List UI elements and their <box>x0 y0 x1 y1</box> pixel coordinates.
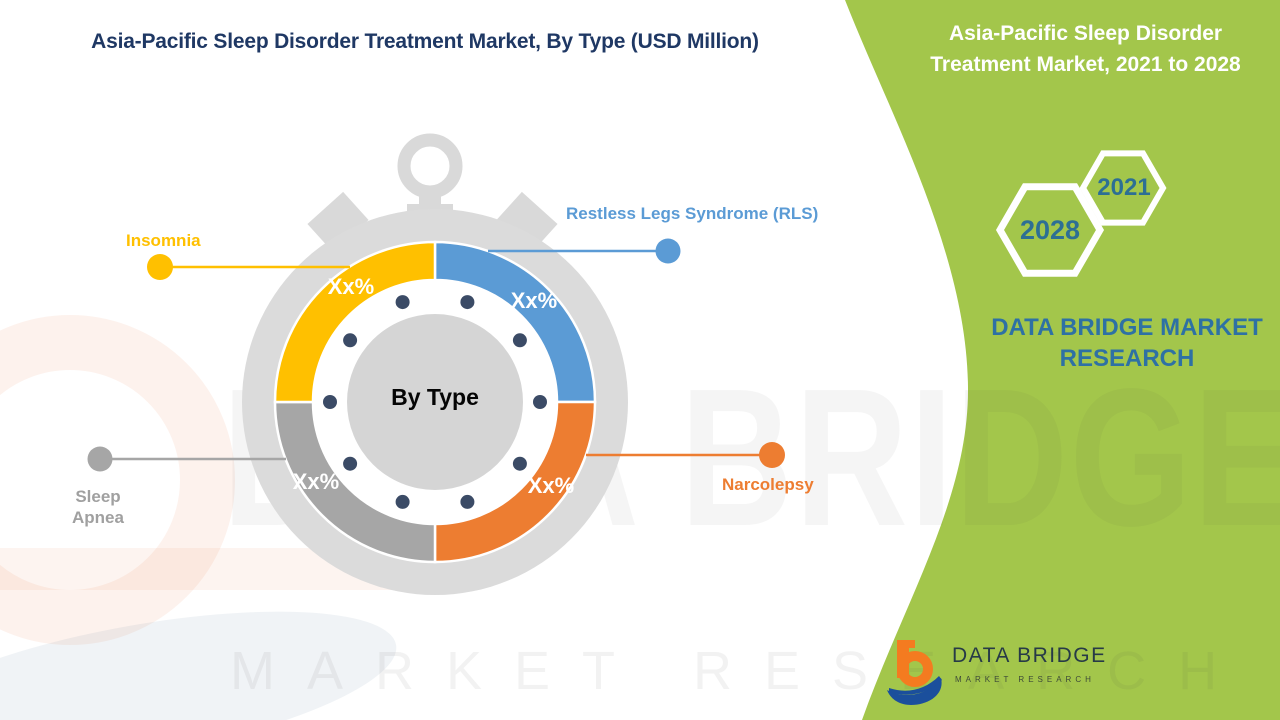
chart-center-label: By Type <box>391 384 479 410</box>
year-hexagons <box>995 150 1167 277</box>
data-bridge-logo-icon <box>887 640 942 705</box>
narcolepsy-percent: Xx% <box>527 473 575 498</box>
sleep-apnea-callout-dot <box>87 446 113 472</box>
callout-lines <box>87 238 785 472</box>
dial-hub <box>347 314 523 490</box>
sleep-apnea-label: Sleep Apnea <box>72 487 124 527</box>
sleep-apnea-percent: Xx% <box>292 469 340 494</box>
year-base: 2021 <box>1097 174 1151 201</box>
page-title: Asia-Pacific Sleep Disorder Treatment Ma… <box>91 30 759 53</box>
hexagon-2021-icon <box>1079 150 1167 226</box>
rls-percent: Xx% <box>510 288 558 313</box>
panel-heading: Asia-Pacific Sleep Disorder Treatment Ma… <box>930 22 1241 76</box>
stopwatch-crown-ring-icon <box>397 133 463 199</box>
insomnia-percent: Xx% <box>327 274 375 299</box>
narcolepsy-callout-dot <box>759 442 785 468</box>
logo-name: DATA BRIDGE <box>952 644 1107 667</box>
rls-callout-dot <box>655 238 681 264</box>
logo-subtitle: MARKET RESEARCH <box>955 675 1095 684</box>
stopwatch-left-button-icon <box>307 191 369 253</box>
insomnia-label: Insomnia <box>126 231 201 250</box>
stopwatch-right-button-icon <box>496 191 558 253</box>
rls-label: Restless Legs Syndrome (RLS) <box>566 204 819 223</box>
year-forecast: 2028 <box>1019 215 1081 245</box>
hexagon-2028-icon <box>995 183 1105 277</box>
background-watermark-subtext: MARKET RESEARCH <box>230 641 1250 701</box>
dial-dots <box>323 295 547 509</box>
brand-caption: DATA BRIDGE MARKET RESEARCH <box>991 314 1263 372</box>
insomnia-callout-dot <box>147 254 173 280</box>
narcolepsy-label: Narcolepsy <box>722 475 814 494</box>
